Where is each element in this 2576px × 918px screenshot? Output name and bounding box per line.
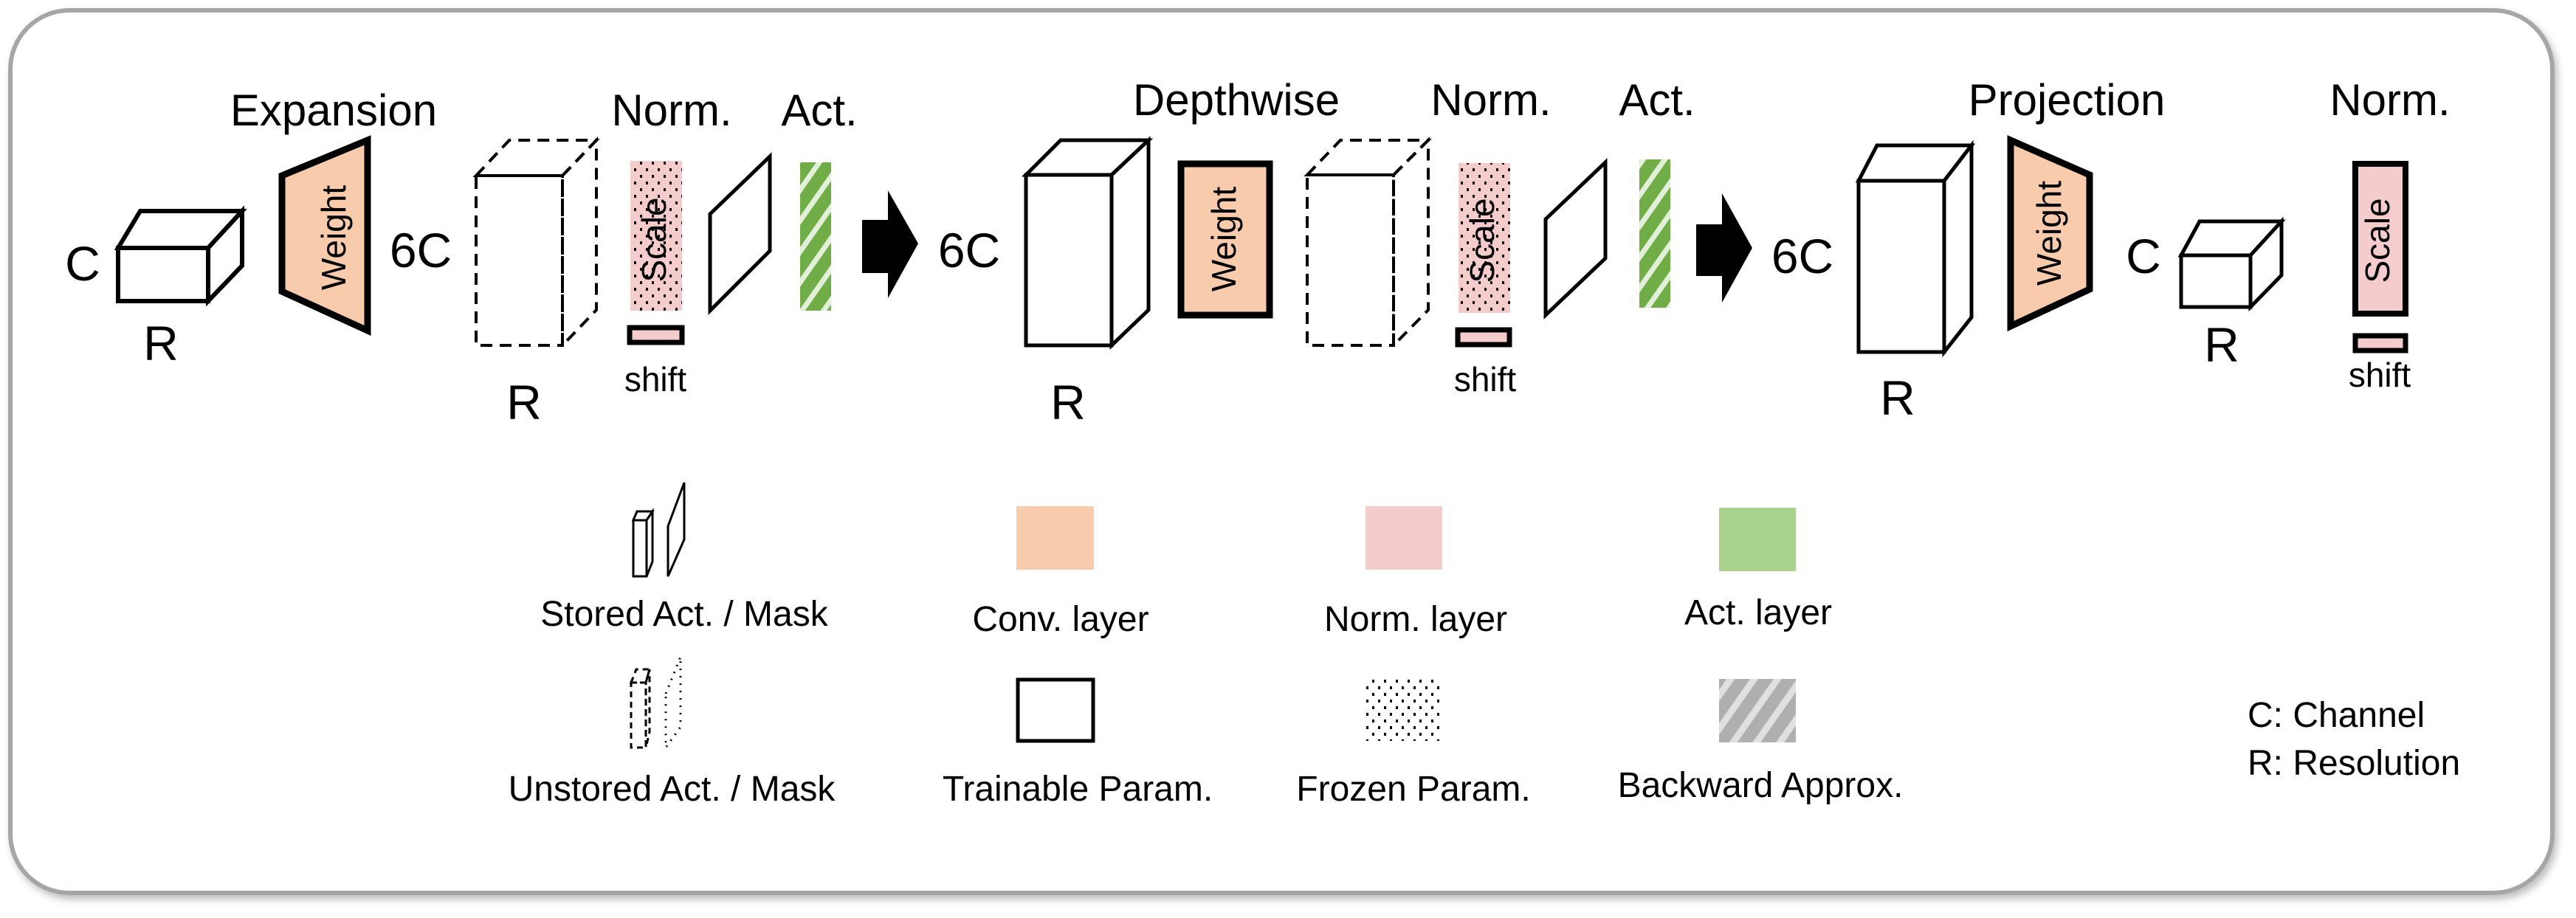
expansion-weight-label: Weight (314, 185, 353, 291)
projection-weight-label: Weight (2030, 181, 2068, 286)
expansion-weight-shape (278, 135, 371, 337)
depthwise-stored-activation-block-icon (1021, 136, 1154, 350)
legend-frozen-swatch (1366, 677, 1442, 741)
depthwise-input-resolution-label: R (1050, 375, 1086, 429)
legend-frozen-label: Frozen Param. (1296, 770, 1530, 809)
unstored-activation-block-icon (472, 137, 600, 349)
stage-depthwise: Depthwise 6C R Weight Norm. Scale shift … (938, 75, 1752, 429)
expansion-act-stripes (800, 162, 831, 311)
projection-weight-shape (2007, 135, 2093, 332)
input-cube-icon (114, 205, 247, 307)
depthwise-mask-icon (1543, 158, 1608, 320)
expansion-norm-scale (630, 161, 682, 311)
expansion-norm-shift-label: shift (624, 360, 687, 398)
stage-expansion: Expansion C R Weight 6C R Norm. Scale sh… (65, 86, 918, 429)
projection-output-channel-label: C (2126, 229, 2161, 283)
expansion-mask-icon (708, 152, 772, 316)
depthwise-norm-shift (1455, 327, 1512, 348)
legend-norm-swatch (1366, 506, 1442, 570)
projection-norm-title: Norm. (2329, 75, 2450, 125)
depthwise-unstored-activation-block-icon (1304, 137, 1432, 349)
projection-stored-activation-block-icon (1855, 139, 1976, 358)
projection-input-channel-label: 6C (1771, 229, 1833, 283)
legend-unstored-label: Unstored Act. / Mask (509, 770, 836, 809)
legend-act-swatch (1719, 508, 1796, 571)
expansion-output-channel-label: 6C (390, 223, 452, 277)
stage-projection: Projection 6C R Weight C R Norm. Scale s… (1771, 75, 2451, 425)
expansion-act-title: Act. (781, 86, 857, 135)
legend-norm-label: Norm. layer (1324, 600, 1507, 639)
legend: Stored Act. / Mask Unstored Act. / Mask … (509, 482, 2460, 809)
depthwise-act-title: Act. (1619, 75, 1695, 125)
depthwise-norm-shift-label: shift (1454, 360, 1517, 398)
depthwise-act-stripes (1639, 159, 1670, 308)
expansion-norm-scale-label: Scale (635, 197, 673, 282)
projection-input-resolution-label: R (1880, 370, 1915, 425)
legend-trainable-swatch (1016, 677, 1095, 743)
legend-backward-swatch (1719, 679, 1796, 742)
projection-norm-scale (2352, 161, 2408, 317)
legend-stored-icon (631, 482, 686, 578)
output-resolution-label: R (2204, 317, 2239, 372)
legend-conv-label: Conv. layer (972, 600, 1148, 639)
expansion-norm-title: Norm. (611, 86, 731, 135)
expansion-title: Expansion (230, 86, 437, 135)
depthwise-norm-scale (1459, 163, 1510, 313)
depthwise-title: Depthwise (1133, 75, 1340, 125)
notation-resolution: R: Resolution (2248, 744, 2460, 783)
legend-conv-swatch (1016, 506, 1094, 570)
legend-stored-label: Stored Act. / Mask (540, 595, 828, 634)
depthwise-input-channel-label: 6C (938, 223, 1000, 277)
projection-norm-scale-label: Scale (2358, 198, 2397, 283)
projection-title: Projection (1969, 75, 2166, 125)
legend-backward-label: Backward Approx. (1618, 766, 1904, 805)
input-resolution-label: R (143, 316, 179, 370)
expansion-norm-shift (627, 325, 685, 345)
projection-norm-shift-label: shift (2349, 356, 2411, 394)
depthwise-norm-title: Norm. (1430, 75, 1551, 125)
output-cube-icon (2177, 216, 2286, 312)
legend-unstored-icon (629, 656, 682, 751)
depthwise-weight-shape (1177, 160, 1273, 319)
input-channel-label: C (65, 236, 100, 291)
diagram-frame (8, 8, 2555, 895)
depthwise-weight-label: Weight (1205, 187, 1243, 292)
expansion-output-resolution-label: R (506, 375, 542, 429)
legend-act-label: Act. layer (1684, 593, 1832, 632)
arrow-right-icon (1696, 193, 1752, 303)
projection-norm-shift (2352, 333, 2408, 353)
arrow-right-icon (862, 190, 918, 298)
notation-channel: C: Channel (2248, 696, 2425, 735)
depthwise-norm-scale-label: Scale (1463, 198, 1501, 283)
legend-trainable-label: Trainable Param. (943, 770, 1213, 809)
